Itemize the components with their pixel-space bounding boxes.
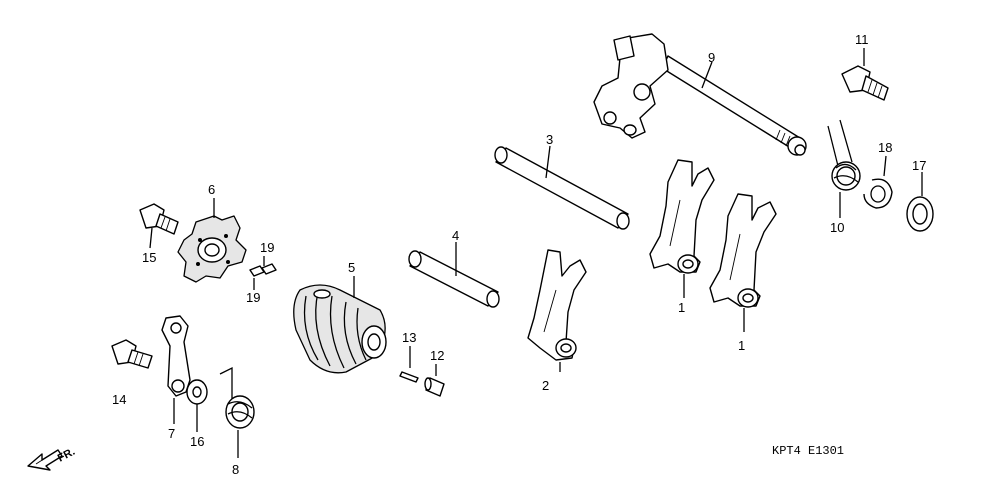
label-part-7: 7 xyxy=(168,426,175,441)
label-part-14: 14 xyxy=(112,392,126,407)
part-1-shift-fork-a xyxy=(649,159,715,298)
part-4-fork-shaft xyxy=(408,242,500,308)
label-part-12: 12 xyxy=(430,348,444,363)
part-1-shift-fork-b xyxy=(709,193,777,332)
part-17-washer xyxy=(906,172,934,232)
label-part-16: 16 xyxy=(190,434,204,449)
part-18-circlip xyxy=(863,155,893,209)
label-part-19b: 19 xyxy=(246,290,260,305)
part-2-shift-fork xyxy=(527,249,587,372)
part-19-dowel-pins xyxy=(249,256,277,290)
label-part-8: 8 xyxy=(232,462,239,477)
label-part-19a: 19 xyxy=(260,240,274,255)
part-15-bolt xyxy=(139,203,179,249)
front-arrow-icon xyxy=(27,449,63,471)
part-3-fork-shaft xyxy=(494,145,630,230)
label-part-18: 18 xyxy=(878,140,892,155)
label-part-3: 3 xyxy=(546,132,553,147)
front-direction-marker: FR. xyxy=(27,446,77,471)
label-part-13: 13 xyxy=(402,330,416,345)
label-part-1a: 1 xyxy=(678,300,685,315)
label-part-10: 10 xyxy=(830,220,844,235)
label-part-2: 2 xyxy=(542,378,549,393)
part-5-shift-drum xyxy=(293,276,387,374)
diagram-code: KPT4 E1301 xyxy=(772,444,844,458)
part-16-washer xyxy=(186,379,208,432)
part-11-bolt xyxy=(841,48,889,101)
label-part-15: 15 xyxy=(142,250,156,265)
label-part-6: 6 xyxy=(208,182,215,197)
part-7-stopper-arm xyxy=(161,315,191,424)
part-8-spring xyxy=(219,366,255,458)
label-part-11: 11 xyxy=(855,32,869,47)
label-part-4: 4 xyxy=(452,228,459,243)
part-14-bolt xyxy=(111,339,153,369)
label-part-17: 17 xyxy=(912,158,926,173)
label-part-5: 5 xyxy=(348,260,355,275)
front-label: FR. xyxy=(56,446,77,465)
label-part-1b: 1 xyxy=(738,338,745,353)
part-6-drum-center xyxy=(177,198,247,283)
label-part-9: 9 xyxy=(708,50,715,65)
part-13-pin xyxy=(399,346,419,383)
part-9-gearshift-spindle xyxy=(593,33,807,156)
part-12-pin xyxy=(424,364,445,397)
part-10-spring xyxy=(827,119,861,218)
